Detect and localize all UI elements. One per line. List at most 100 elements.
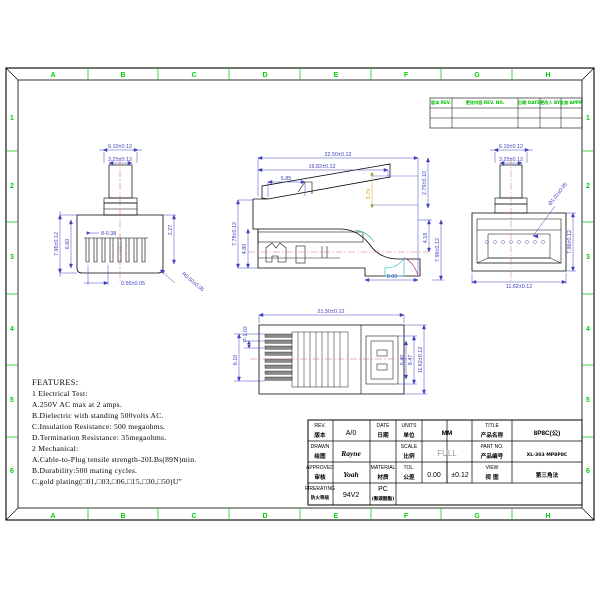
dim-side-7.78: 7.78±0.12 (232, 222, 238, 246)
dim-rear-11.62: 11.62±0.12 (506, 284, 533, 290)
label-rev-en: REV. (314, 423, 325, 429)
zone-right-2: 2 (586, 183, 590, 190)
label-approved-cn: 审核 (314, 473, 326, 481)
side-section-view: 22.50±0.12 16.82±0.12 5.85 5.79 7 (232, 152, 444, 282)
value-units: MM (442, 430, 453, 437)
value-tol-2: ±0.12 (451, 472, 469, 479)
features-line-0: 1 Electrical Test: (32, 389, 88, 398)
label-view-cn: 视 图 (485, 473, 499, 481)
features-line-4: D.Termination Resistance: 35megaohms. (32, 433, 166, 442)
zone-top-C: C (191, 72, 196, 79)
label-material-cn: 材质 (377, 473, 389, 481)
label-rev-cn: 版本 (313, 431, 326, 439)
label-approved-en: APPROVED (306, 465, 334, 471)
zone-left-5: 5 (10, 397, 14, 404)
value-partno: XL-303 MP8P8C (527, 452, 568, 458)
value-title: 8P8C(公) (534, 429, 561, 437)
value-approved-signature: Yoah (343, 470, 358, 479)
label-scale-en: SCALE (401, 444, 418, 450)
dim-side-5.79: 5.79 (366, 189, 372, 200)
zone-right-5: 5 (586, 397, 590, 404)
zone-right-4: 4 (586, 326, 590, 333)
zone-top-A: A (50, 72, 55, 79)
dim-bottom-11.62: 11.62±0.12 (418, 347, 424, 374)
value-drawn-signature: Rayne (340, 449, 361, 458)
features-line-3: C.Insulation Resistance: 500 megaohms. (32, 422, 165, 431)
label-firerating-en: FIRERATING (305, 486, 335, 492)
label-date-cn: 日期 (377, 431, 389, 439)
label-material-en: MATERIAL (371, 465, 396, 471)
label-partno-en: PART NO. (480, 444, 503, 450)
rev-header-col-3: 更改人 BY (540, 99, 561, 106)
features-line-7: B.Durability:500 mating cycles. (32, 466, 137, 475)
dim-bottom-21.50: 21.50±0.12 (318, 309, 345, 315)
dim-side-22.50: 22.50±0.12 (325, 152, 352, 158)
zone-top-B: B (120, 72, 125, 79)
zone-bottom-C: C (191, 513, 196, 520)
zone-top-F: F (404, 72, 409, 79)
rev-header-col-1: 更改内容 REV. NO. (466, 99, 505, 106)
zone-right-6: 6 (586, 468, 590, 475)
zone-top-D: D (262, 72, 267, 79)
zone-bottom-A: A (50, 513, 55, 520)
label-units-cn: 单位 (403, 431, 415, 439)
rev-header-col-2: 日期 DATE (518, 99, 540, 106)
rev-header-col-0: 版本 REV. (431, 99, 452, 106)
label-scale-cn: 比例 (403, 452, 415, 460)
dim-front-2.27: 2.27 (168, 225, 174, 236)
title-block: REV. 版本 DRAWN 绘图 APPROVED 审核 FIRERATING … (305, 419, 583, 506)
zone-bottom-H: H (545, 513, 550, 520)
features-heading: FEATURES: (32, 378, 78, 387)
label-firerating-cn: 防火等级 (311, 494, 330, 501)
dim-front-6.10: 6.10±0.12 (108, 144, 132, 150)
label-drawn-en: DRAWN (311, 444, 330, 450)
dim-side-4.18: 4.18 (423, 233, 429, 244)
label-view-en: VIEW (486, 465, 499, 471)
dim-front-3.25: 3.25±0.12 (108, 157, 132, 163)
zone-left-1: 1 (10, 115, 14, 122)
zone-bottom-F: F (404, 513, 409, 520)
label-tol-en: TOL. (403, 465, 414, 471)
dim-rear-6.10: 6.10±0.12 (499, 144, 523, 150)
dim-side-2.76: 2.76±0.10 (422, 171, 428, 195)
value-material: PC (378, 486, 388, 493)
label-tol-cn: 公差 (403, 473, 415, 481)
dim-side-7.96: 7.96±0.12 (435, 238, 441, 262)
zone-left-6: 6 (10, 468, 14, 475)
zone-right-1: 1 (586, 115, 590, 122)
dim-front-8-0.38: 8-0.38 (101, 231, 116, 237)
features-line-6: A.Cable-to-Plug tensile strength-20LBs(8… (32, 455, 196, 464)
dim-side-5.85: 5.85 (281, 176, 292, 182)
dim-bottom-6.40: 6.40 (400, 355, 406, 366)
label-units-en: UNITS (402, 423, 418, 429)
dim-side-8.00: 8.00 (387, 274, 398, 280)
zone-bottom-B: B (120, 513, 125, 520)
dim-rear-7.96: 7.96±0.12 (567, 230, 573, 254)
dim-side-4.80: 4.80 (242, 244, 248, 255)
features-line-8: C.gold plating(□01,□03,□06,□15,□30,□50)U… (32, 477, 182, 486)
zone-left-2: 2 (10, 183, 14, 190)
rev-header-col-4: 批准 APPR (560, 99, 583, 106)
value-tol-1: 0.00 (427, 472, 441, 479)
features-line-2: B.Dielectric with standing 500volts AC. (32, 411, 164, 420)
zone-ticks (6, 68, 594, 520)
value-scale: FULL (437, 449, 457, 458)
bottom-view: 21.50±0.12 P-1.02 6.10 6.40 8.47 (233, 309, 427, 395)
label-date-en: DATE (377, 423, 391, 429)
features-block: FEATURES: 1 Electrical Test: A.250V AC m… (32, 378, 196, 486)
zone-left-3: 3 (10, 254, 14, 261)
zone-bottom-G: G (474, 513, 480, 520)
features-line-5: 2 Mechanical: (32, 444, 78, 453)
revision-header-table: 版本 REV. 更改内容 REV. NO. 日期 DATE 更改人 BY 批准 … (429, 97, 583, 129)
dim-bottom-6.10: 6.10 (233, 355, 239, 366)
zone-top-H: H (545, 72, 550, 79)
dim-side-16.82: 16.82±0.12 (309, 164, 336, 170)
label-drawn-cn: 绘图 (314, 452, 326, 460)
value-firerating: 94V2 (343, 492, 359, 499)
dim-front-6.60: 6.60 (65, 239, 71, 250)
dim-front-7.96: 7.96±0.12 (54, 232, 60, 256)
zone-bottom-E: E (334, 513, 339, 520)
zone-left-4: 4 (10, 326, 14, 333)
dim-rear-3.25: 3.25±0.12 (499, 157, 523, 163)
